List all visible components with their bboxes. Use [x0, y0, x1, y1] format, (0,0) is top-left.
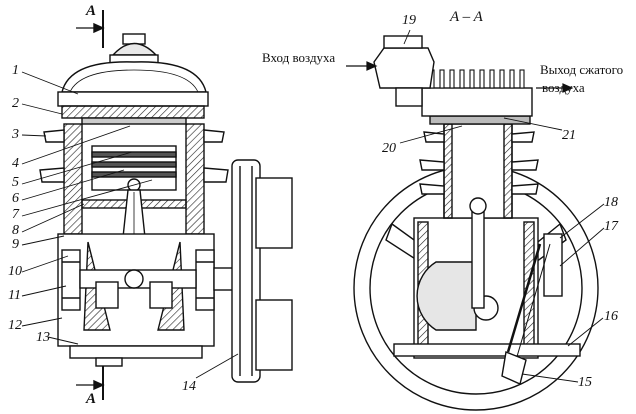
part-number-11: 11 [8, 288, 21, 303]
part-number-17: 17 [604, 219, 618, 234]
part-number-15: 15 [578, 375, 592, 390]
section-marker-bottom: A [86, 391, 97, 407]
section-marker-top: A [86, 3, 97, 19]
part-number-14: 14 [182, 379, 196, 394]
part-number-19: 19 [402, 13, 416, 28]
compressed-air-outlet-label-line1: Выход сжатого [540, 62, 624, 77]
part-number-10: 10 [8, 264, 22, 279]
air-inlet-label: Вход воздуха [262, 50, 336, 65]
right-view [353, 35, 599, 411]
part-number-18: 18 [604, 195, 618, 210]
part-number-16: 16 [604, 309, 618, 324]
part-number-5: 5 [12, 175, 19, 190]
part-number-13: 13 [36, 330, 50, 345]
part-number-9: 9 [12, 237, 19, 252]
compressed-air-outlet-label-line2: воздуха [542, 80, 585, 95]
part-number-7: 7 [12, 207, 19, 222]
part-number-2: 2 [12, 96, 19, 111]
part-number-4: 4 [12, 156, 19, 171]
part-number-6: 6 [12, 191, 19, 206]
part-number-1: 1 [12, 63, 19, 78]
part-number-20: 20 [382, 141, 396, 156]
leader-lines [21, 29, 605, 383]
part-number-21: 21 [562, 128, 576, 143]
part-number-3: 3 [12, 127, 19, 142]
left-view [39, 10, 293, 400]
part-number-8: 8 [12, 223, 19, 238]
air-arrows [346, 61, 574, 93]
section-title: A – A [450, 9, 483, 25]
part-number-12: 12 [8, 318, 22, 333]
